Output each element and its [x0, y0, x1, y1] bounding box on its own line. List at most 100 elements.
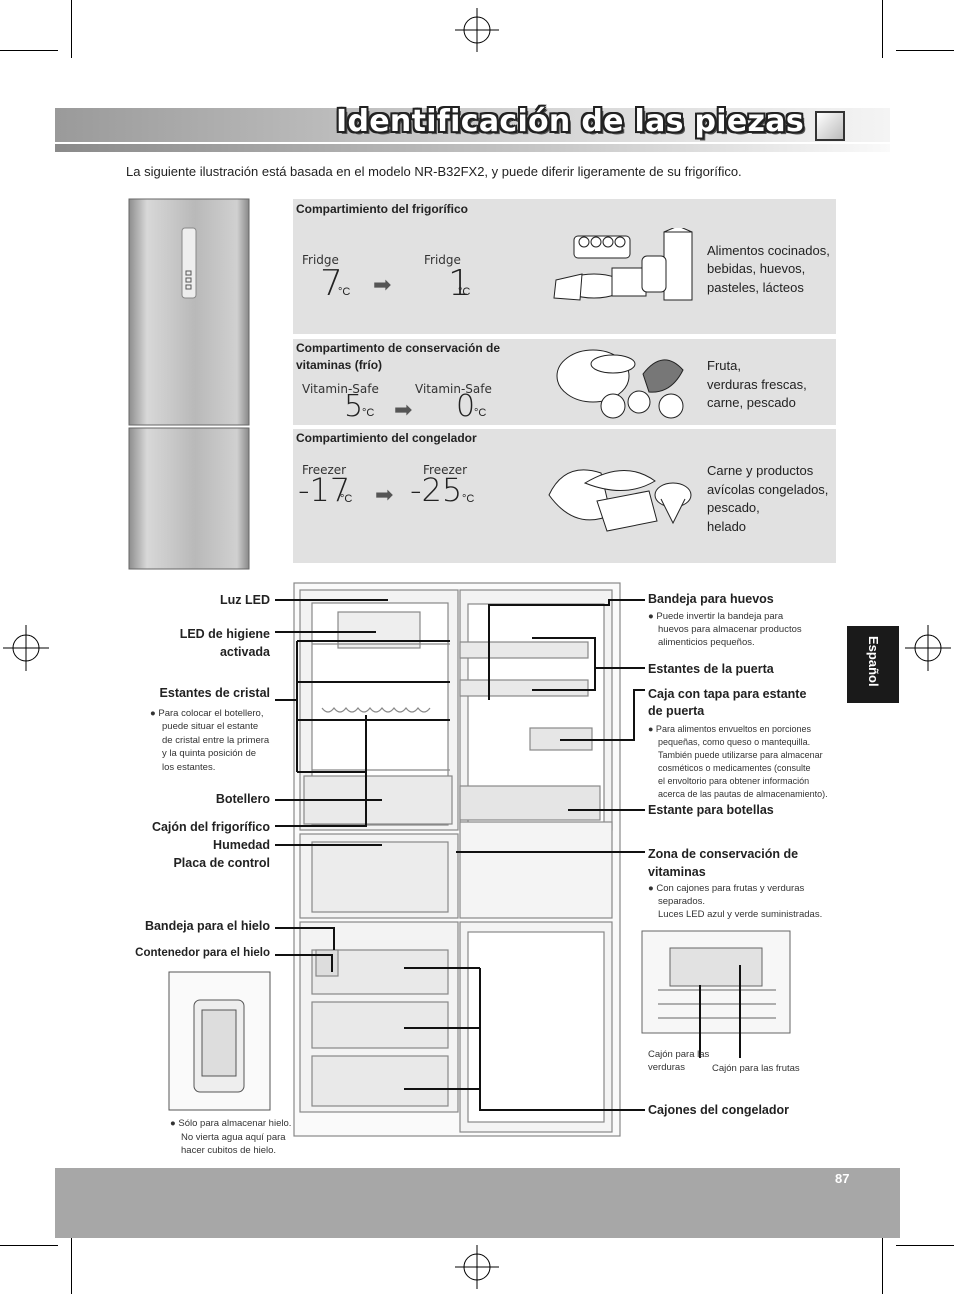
freezer-food-desc-3: pescado, [707, 500, 760, 515]
vitamin-temp-from: 5 [344, 389, 364, 424]
freezer-food-desc-4: helado [707, 519, 747, 534]
note-zona-3: Luces LED azul y verde suministradas. [658, 909, 823, 920]
vitamin-temp-to: 0 [456, 389, 476, 424]
frozen-food-illustration [548, 469, 692, 532]
note-zona-1: ● Con cajones para frutas y verduras [648, 883, 805, 894]
freezer-food-desc-1: Carne y productos [707, 463, 814, 478]
note-caja-1: ● Para alimentos envueltos en porciones [648, 724, 812, 734]
label-bandeja-hielo: Bandeja para el hielo [144, 919, 270, 933]
label-led-higiene-1: LED de higiene [179, 627, 270, 641]
freezer-food-desc-2: avícolas congelados, [707, 482, 829, 497]
crop-mark [882, 1238, 883, 1294]
crop-mark [0, 1245, 58, 1246]
vitamin-temp-label-to: Vitamin-Safe [415, 382, 492, 396]
label-estantes-cristal: Estantes de cristal [159, 686, 270, 700]
fridge-closed-illustration [128, 198, 250, 570]
registration-mark [455, 8, 499, 52]
note-hielo-3: hacer cubitos de hielo. [181, 1145, 277, 1156]
title-square-icon [815, 111, 845, 141]
note-estantes-3: de cristal entre la primera [162, 735, 270, 746]
note-hielo-2: No vierta agua aquí para [181, 1132, 286, 1143]
note-hielo-1: ● Sólo para almacenar hielo. [170, 1118, 292, 1129]
fridge-food-desc-2: bebidas, huevos, [707, 261, 806, 276]
vitamin-food-desc-3: carne, pescado [707, 395, 796, 410]
label-caja-tapa-2: de puerta [648, 704, 705, 718]
vitamin-compartment-title-1: Compartimento de conservación de [296, 341, 501, 355]
vitamin-temp-unit-from: °C [362, 407, 375, 419]
crop-mark [0, 50, 58, 51]
arrow-right-icon: ➡ [394, 397, 413, 422]
crop-mark [71, 1238, 72, 1294]
registration-mark [455, 1245, 499, 1289]
fridge-compartment-title: Compartimiento del frigorífico [296, 202, 469, 216]
dairy-eggs-food-illustration [553, 228, 693, 301]
freezer-temp-to: -25 [410, 471, 463, 509]
intro-text: La siguiente ilustración está basada en … [126, 164, 742, 179]
note-huevos-2: huevos para almacenar productos [658, 624, 802, 635]
vitamin-temp-label-from: Vitamin-Safe [302, 382, 379, 396]
label-cajon-frigorifico: Cajón del frigorífico [151, 820, 270, 834]
fridge-food-desc-1: Alimentos cocinados, [707, 243, 830, 258]
fridge-temp-label-to: Fridge [424, 253, 461, 267]
fridge-food-desc-3: pasteles, lácteos [707, 280, 804, 295]
label-cajon-verduras-2: verduras [648, 1062, 685, 1073]
label-humedad: Humedad [213, 838, 270, 852]
label-zona-vitaminas-1: Zona de conservación de [648, 847, 799, 861]
label-cajon-verduras-1: Cajón para las [648, 1049, 710, 1060]
freezer-temp-unit-to: °C [462, 493, 475, 505]
vegetables-fish-illustration [556, 349, 684, 419]
note-caja-4: cosméticos o medicamentes (consulte [658, 763, 811, 773]
label-caja-tapa-1: Caja con tapa para estante [648, 687, 807, 701]
label-led-higiene-2: activada [219, 645, 270, 659]
note-caja-5: el envoltorio para obtener información [658, 776, 810, 786]
title-band [55, 108, 890, 142]
crop-mark [882, 0, 883, 58]
note-caja-6: acerca de las pautas de almacenamiento). [658, 789, 828, 799]
note-estantes-1: ● Para colocar el botellero, [150, 708, 264, 719]
label-luz-led: Luz LED [220, 593, 270, 607]
freezer-temp-unit-from: °C [340, 493, 353, 505]
fridge-temp-to: 1 [448, 263, 471, 304]
label-bandeja-huevos: Bandeja para huevos [648, 592, 774, 606]
registration-mark [905, 625, 951, 671]
label-estantes-puerta: Estantes de la puerta [648, 662, 774, 676]
label-cajon-frutas: Cajón para las frutas [712, 1063, 800, 1074]
vitamin-compartment-title-2: vitaminas (frío) [296, 358, 383, 372]
fridge-temp-unit-to: °C [458, 286, 471, 298]
vitamin-food-desc-2: verduras frescas, [707, 377, 807, 392]
page-number: 87 [835, 1171, 850, 1186]
registration-mark [3, 625, 49, 671]
note-huevos-3: alimenticios pequeños. [658, 637, 755, 648]
label-cajones-congelador: Cajones del congelador [648, 1103, 790, 1117]
note-estantes-4: y la quinta posición de [162, 748, 257, 759]
language-tab-label: Español [866, 636, 881, 687]
crop-mark [896, 50, 954, 51]
note-caja-3: También puede utilizarse para almacenar [658, 750, 823, 760]
footer-band [55, 1168, 900, 1238]
freezer-temp-label-to: Freezer [423, 463, 468, 477]
label-botellero: Botellero [215, 792, 270, 806]
page-title: Identificación de las piezas [336, 104, 804, 139]
label-contenedor-hielo: Contenedor para el hielo [135, 947, 270, 959]
fridge-temp-label-from: Fridge [302, 253, 339, 267]
title-underline [55, 144, 890, 152]
arrow-right-icon: ➡ [375, 482, 394, 507]
freezer-temp-label-from: Freezer [302, 463, 347, 477]
note-estantes-5: los estantes. [162, 762, 216, 773]
label-placa-control: Placa de control [173, 856, 270, 870]
fridge-compartment-panel [293, 199, 836, 334]
fridge-temp-unit-from: °C [338, 286, 351, 298]
crop-mark [71, 0, 72, 58]
note-estantes-2: puede situar el estante [162, 721, 259, 732]
note-huevos-1: ● Puede invertir la bandeja para [648, 611, 784, 622]
label-zona-vitaminas-2: vitaminas [648, 865, 706, 879]
fridge-temp-from: 7 [320, 263, 343, 304]
note-zona-2: separados. [658, 896, 706, 907]
freezer-compartment-title: Compartimiento del congelador [296, 431, 477, 445]
freezer-temp-from: -17 [298, 471, 351, 509]
language-tab: Español [847, 626, 899, 703]
vitamin-temp-unit-to: °C [474, 407, 487, 419]
arrow-right-icon: ➡ [373, 272, 392, 297]
crop-mark [896, 1245, 954, 1246]
